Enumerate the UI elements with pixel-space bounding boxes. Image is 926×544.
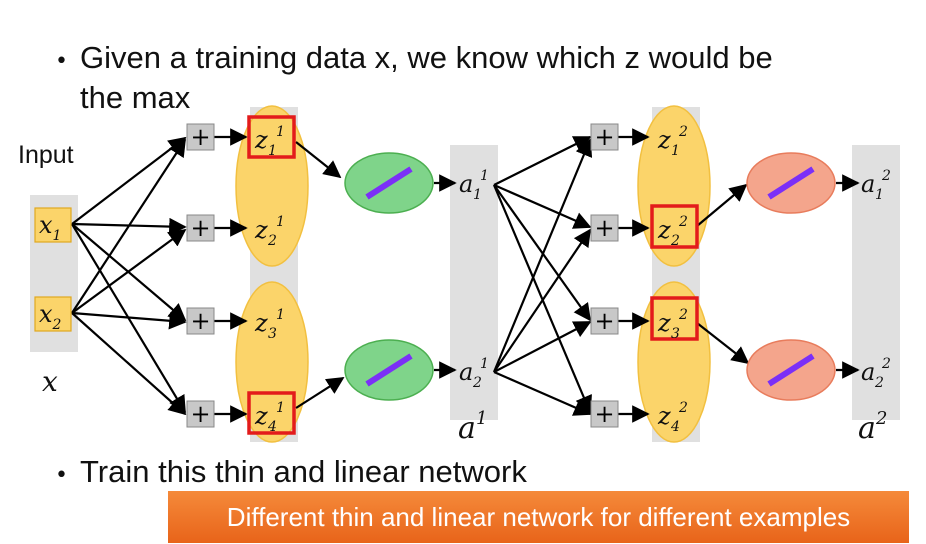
sum-node: + — [590, 214, 619, 242]
linear-activation-icon — [365, 166, 413, 200]
maxout-group-ellipse — [235, 105, 309, 267]
a-vector-label: a2 — [858, 408, 887, 446]
sum-node: + — [590, 123, 619, 151]
maxout-group-ellipse — [637, 281, 711, 443]
sum-node: + — [590, 307, 619, 335]
input-box — [34, 296, 72, 332]
bullet-dot-2: • — [55, 463, 68, 488]
plus-symbol: + — [594, 214, 614, 242]
max-selected-box — [247, 115, 296, 159]
z-label: z31 — [254, 307, 285, 342]
plus-symbol: + — [594, 123, 614, 151]
input-x2-label: x2 — [39, 300, 62, 333]
input-x1-label: x1 — [39, 211, 61, 244]
activation-node-green — [344, 152, 434, 214]
sum-node: + — [590, 400, 619, 428]
layer2-a-column — [852, 145, 900, 420]
activation-node-green — [344, 339, 434, 401]
callout-banner: Different thin and linear network for di… — [168, 491, 909, 543]
plus-symbol: + — [594, 400, 614, 428]
linear-activation-icon — [365, 353, 413, 387]
z-label: z32 — [657, 307, 688, 342]
plus-symbol: + — [594, 307, 614, 335]
max-selected-box — [650, 296, 699, 341]
bullet-dot-1: • — [55, 49, 68, 74]
z-label: z12 — [657, 124, 688, 159]
layer1-a-column — [450, 145, 498, 420]
plus-symbol: + — [190, 307, 210, 335]
activation-node-red — [746, 152, 836, 214]
bullet-text-1a: Given a training data x, we know which z… — [80, 40, 773, 75]
bullet-text-1b: the max — [80, 80, 191, 115]
a-label: a22 — [861, 356, 891, 391]
sum-node: + — [186, 123, 215, 151]
input-vector-label: x — [42, 365, 58, 398]
z-label: z42 — [657, 400, 688, 435]
z-label: z41 — [254, 400, 285, 435]
input-label: Input — [18, 141, 74, 169]
sum-node: + — [186, 214, 215, 242]
z-label: z22 — [657, 214, 688, 249]
linear-activation-icon — [767, 353, 815, 387]
max-selected-box — [650, 204, 699, 249]
a-label: a12 — [861, 168, 891, 203]
a-vector-label: a1 — [458, 408, 487, 446]
plus-symbol: + — [190, 214, 210, 242]
maxout-group-ellipse — [637, 105, 711, 267]
a-label: a21 — [459, 356, 489, 391]
activation-node-red — [746, 339, 836, 401]
z-label: z11 — [254, 124, 285, 159]
maxout-group-ellipse — [235, 281, 309, 443]
plus-symbol: + — [190, 123, 210, 151]
plus-symbol: + — [190, 400, 210, 428]
z-label: z21 — [254, 214, 285, 249]
sum-node: + — [186, 307, 215, 335]
a-label: a11 — [459, 168, 489, 203]
max-selected-box — [247, 391, 296, 435]
linear-activation-icon — [767, 166, 815, 200]
sum-node: + — [186, 400, 215, 428]
input-box — [34, 207, 72, 243]
bullet-text-2: Train this thin and linear network — [80, 454, 527, 489]
